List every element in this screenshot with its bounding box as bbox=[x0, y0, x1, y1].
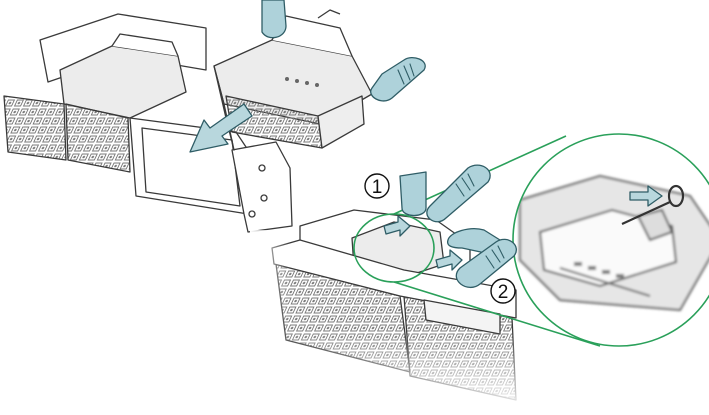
finger-icon bbox=[399, 171, 427, 217]
step-label: 2 bbox=[498, 282, 509, 303]
push-arrow bbox=[435, 249, 463, 271]
push-arrow bbox=[383, 215, 411, 237]
pull-arrow bbox=[629, 185, 663, 207]
port-block bbox=[3, 95, 67, 161]
port-block bbox=[65, 103, 131, 173]
release-tool-icon bbox=[621, 184, 685, 225]
finger-icon bbox=[426, 164, 491, 223]
mounting-bracket bbox=[231, 141, 293, 233]
magnified-inset bbox=[512, 133, 709, 347]
loose-module bbox=[213, 9, 373, 151]
step-marker-1: 1 bbox=[364, 173, 390, 199]
step-label: 1 bbox=[372, 177, 383, 198]
step-marker-2: 2 bbox=[490, 278, 516, 304]
finger-icon bbox=[370, 56, 426, 102]
enclosure-assembly bbox=[3, 13, 293, 233]
insert-arrow bbox=[189, 103, 253, 153]
finger-icon bbox=[261, 0, 287, 39]
finger-icon bbox=[455, 238, 517, 289]
